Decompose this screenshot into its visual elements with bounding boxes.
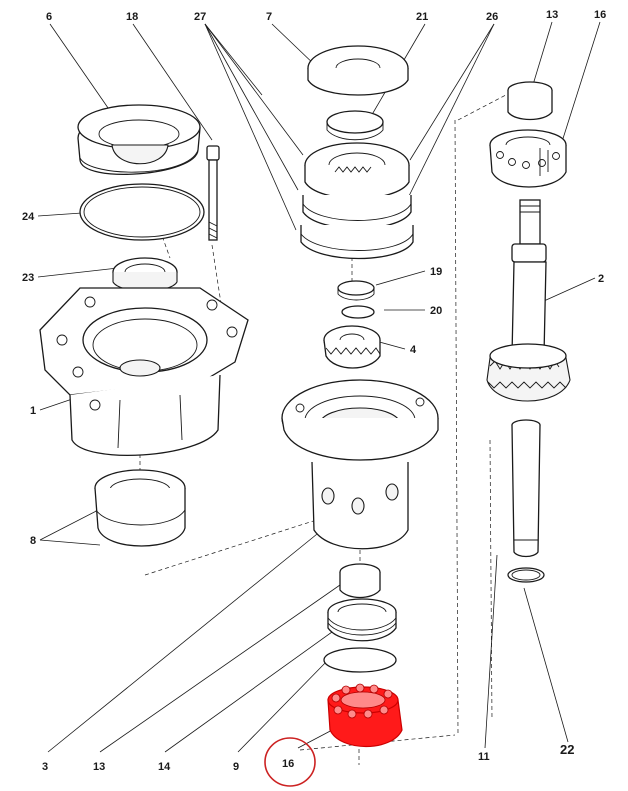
part-20-ring <box>341 305 375 319</box>
part-18-bolt <box>206 145 220 241</box>
label-16-bottom: 16 <box>282 758 294 770</box>
part-11-pin <box>511 419 541 558</box>
part-3-center-housing <box>281 379 439 550</box>
part-8-bearing-cup <box>94 469 186 547</box>
label-24: 24 <box>22 211 35 223</box>
label-2: 2 <box>598 273 604 285</box>
label-4: 4 <box>410 344 417 356</box>
part-13-top-sleeve <box>507 81 553 121</box>
part-9-o-ring <box>323 647 397 673</box>
part-22-snap-ring <box>507 567 545 583</box>
part-24-o-ring <box>79 183 205 241</box>
label-6: 6 <box>46 11 52 23</box>
label-11: 11 <box>478 751 490 763</box>
part-7-top-disc <box>307 45 409 96</box>
part-14-threaded-ring <box>327 598 397 642</box>
label-13-top: 13 <box>546 9 558 21</box>
label-13-bottom: 13 <box>93 761 105 773</box>
label-21: 21 <box>416 11 428 23</box>
part-13-sleeve <box>339 563 381 599</box>
part-4-gear <box>323 325 381 369</box>
label-9: 9 <box>233 761 239 773</box>
highlight-callout-circle <box>264 737 316 787</box>
part-21-ring <box>326 110 384 141</box>
label-7: 7 <box>266 11 272 23</box>
label-20: 20 <box>430 305 442 317</box>
part-16-bearing-highlighted <box>327 683 403 747</box>
part-27-clutch-plates <box>300 142 414 260</box>
part-labels: 6 18 27 7 21 26 13 16 24 23 19 20 4 2 1 … <box>22 9 606 773</box>
label-22: 22 <box>560 742 574 757</box>
label-14: 14 <box>158 761 171 773</box>
label-27: 27 <box>194 11 206 23</box>
label-19: 19 <box>430 266 442 278</box>
label-1: 1 <box>30 405 36 417</box>
part-16-top-bearing <box>489 129 567 188</box>
part-19-snap-ring <box>337 280 375 301</box>
label-8: 8 <box>30 535 36 547</box>
label-18: 18 <box>126 11 138 23</box>
part-1-housing <box>39 287 249 457</box>
part-23-seal <box>112 257 178 292</box>
label-16-top: 16 <box>594 9 606 21</box>
label-26: 26 <box>486 11 498 23</box>
part-2-pinion-shaft <box>486 199 571 402</box>
part-6-cover-bowl <box>77 104 201 175</box>
label-3: 3 <box>42 761 48 773</box>
label-23: 23 <box>22 272 34 284</box>
